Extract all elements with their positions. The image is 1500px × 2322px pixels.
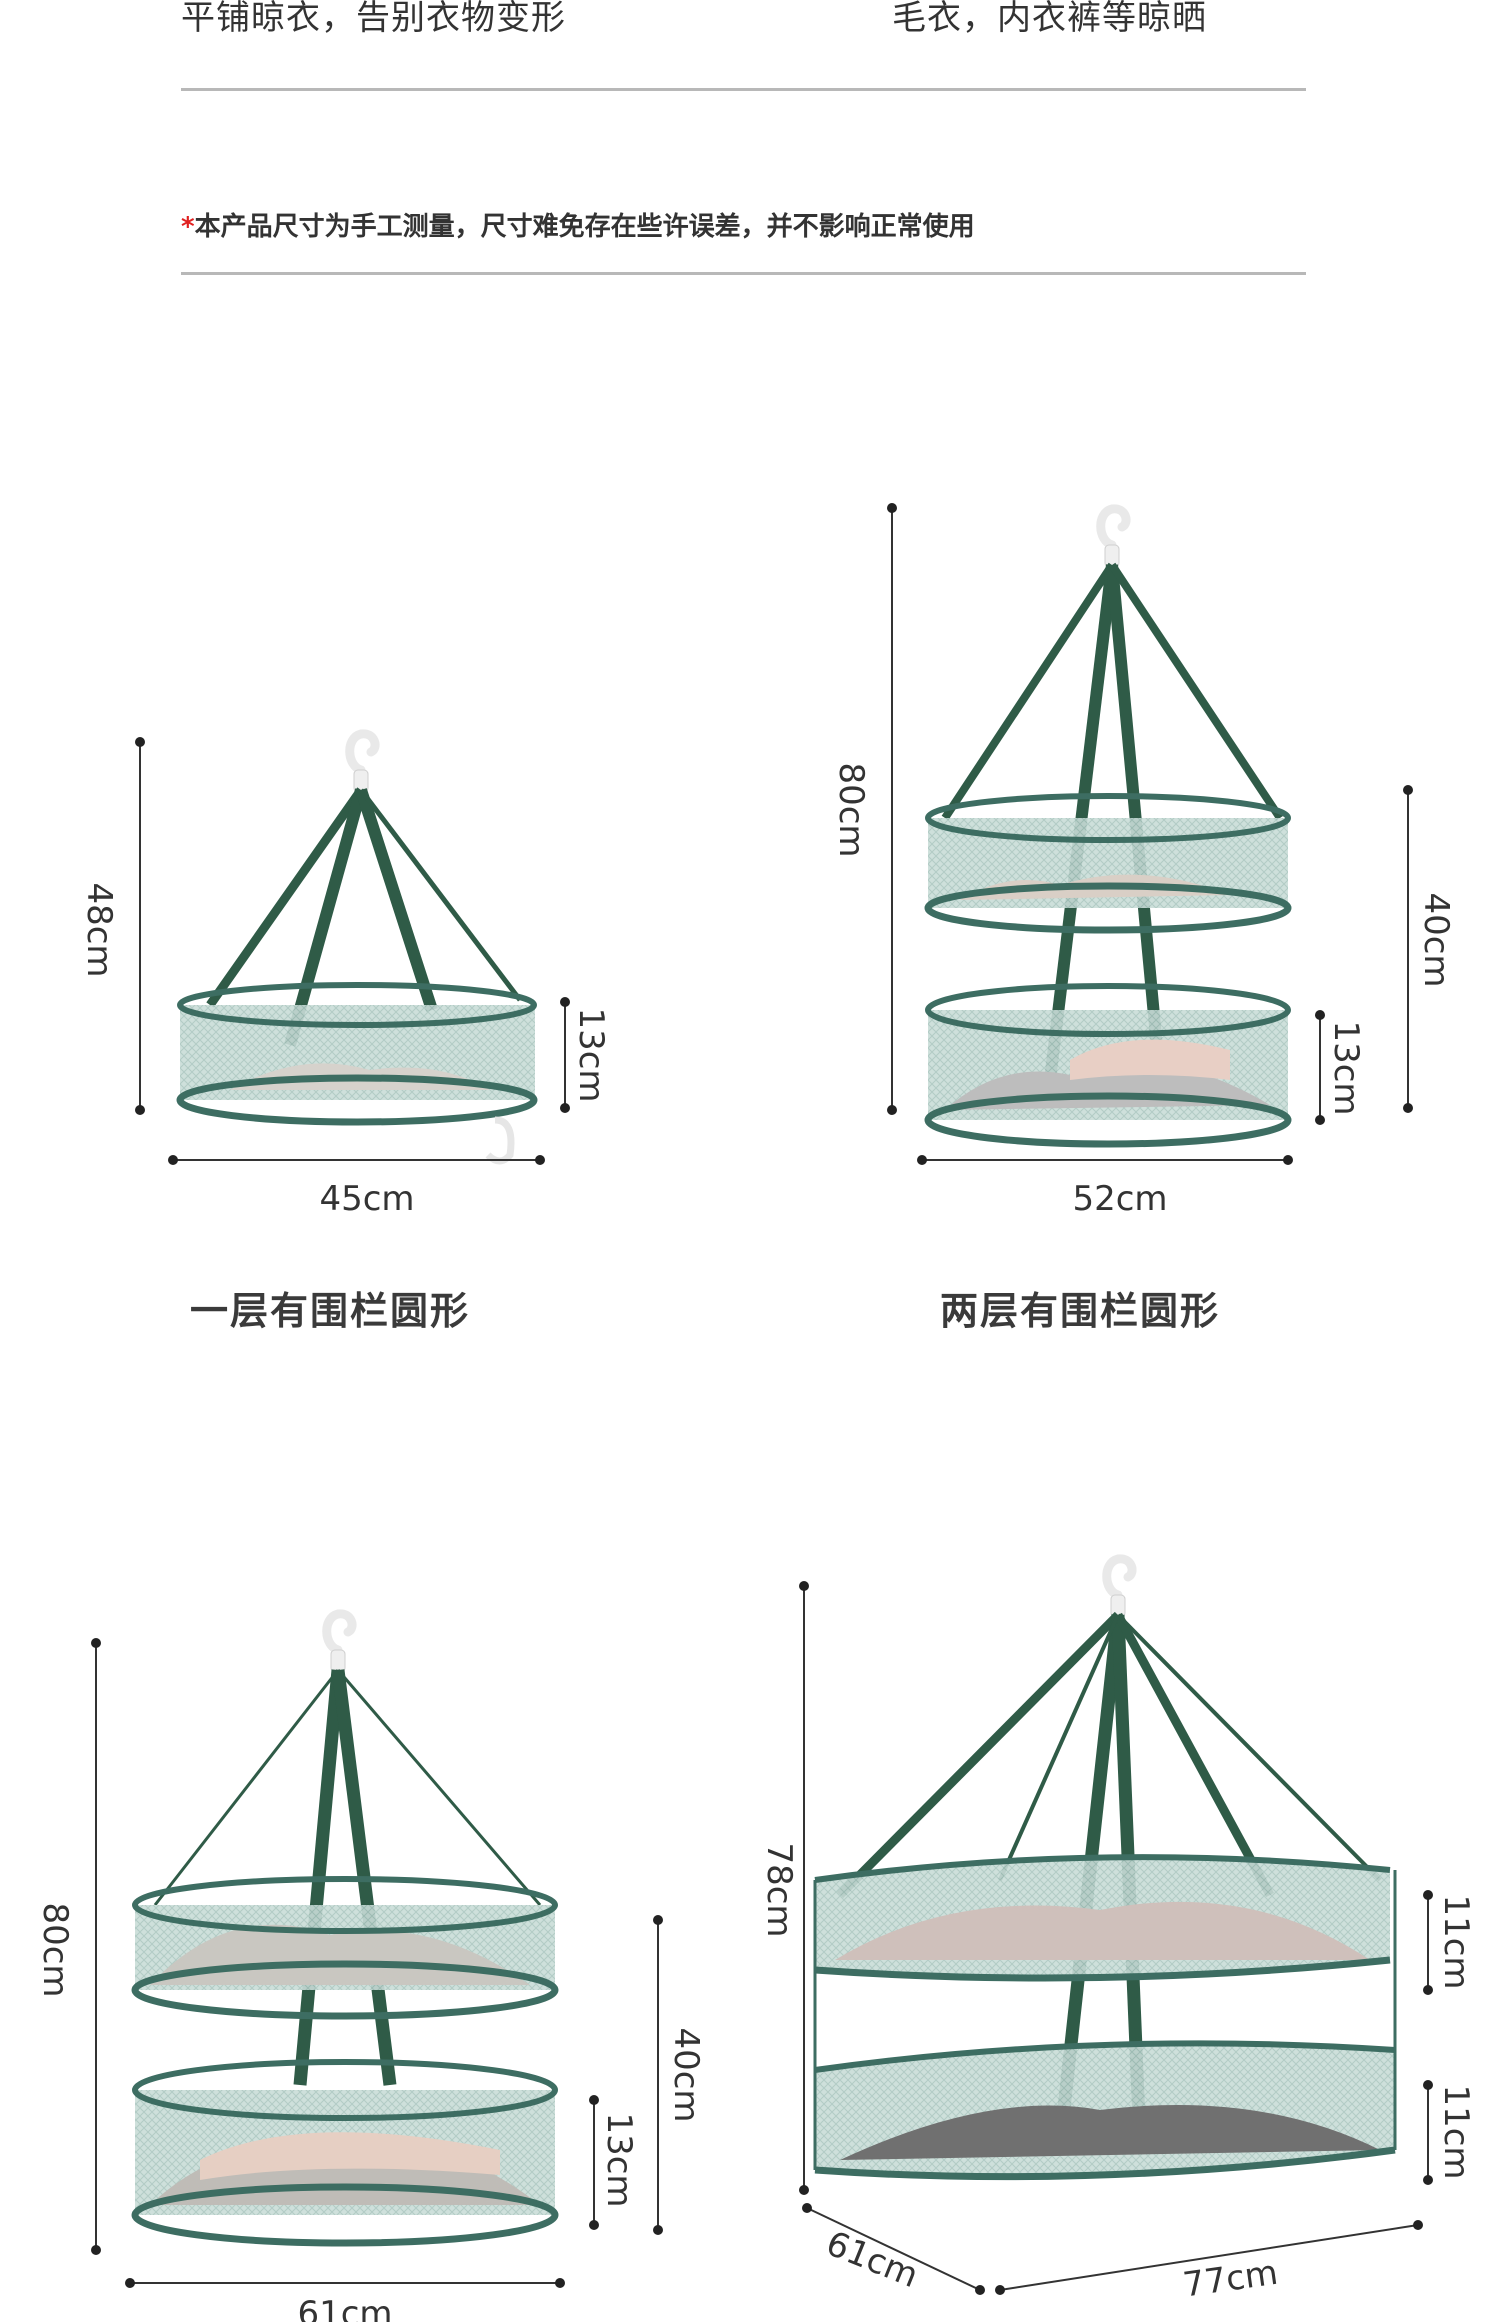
product-2-dryer: [924, 509, 1292, 1148]
product-4-width-label: 77cm: [1181, 2253, 1281, 2306]
disclaimer: *本产品尺寸为手工测量，尺寸难免存在些许误差，并不影响正常使用: [181, 206, 975, 243]
product-4-height-label: 78cm: [759, 1842, 799, 1937]
product-2-tier-label: 40cm: [1416, 892, 1456, 987]
product-1-width-label: 45cm: [319, 1179, 414, 1219]
product-1-dryer: [176, 734, 538, 1165]
product-2-height-label: 80cm: [831, 762, 871, 857]
product-2-layer-label: 13cm: [1326, 1020, 1366, 1115]
product-3-layer-label: 13cm: [599, 2112, 639, 2207]
product-2-width-label: 52cm: [1072, 1179, 1167, 1219]
product-4-dimension-lines: [799, 1581, 1433, 2295]
product-4-depth-label: 61cm: [821, 2223, 924, 2296]
product-2-dimension-lines: [887, 503, 1413, 1165]
product-4-bottom-layer-label: 11cm: [1436, 2084, 1476, 2179]
product-1-layer-label: 13cm: [571, 1007, 611, 1102]
product-4-dryer: [813, 1559, 1397, 2181]
disclaimer-text: 本产品尺寸为手工测量，尺寸难免存在些许误差，并不影响正常使用: [194, 212, 975, 242]
header-right-text: 毛衣，内衣裤等晾晒: [892, 0, 1207, 38]
product-1-height-label: 48cm: [79, 882, 119, 977]
divider-top: [181, 88, 1306, 91]
product-3-dryer: [131, 1614, 559, 2247]
product-2-caption: 两层有围栏圆形: [940, 1289, 1221, 1333]
disclaimer-asterisk: *: [181, 212, 195, 242]
product-1-caption: 一层有围栏圆形: [190, 1289, 471, 1333]
divider-bottom: [181, 272, 1306, 275]
product-3-width-label: 61cm: [297, 2294, 392, 2322]
header-left-text: 平铺晾衣，告别衣物变形: [181, 0, 566, 38]
product-3-height-label: 80cm: [35, 1902, 75, 1997]
product-3-tier-label: 40cm: [666, 2027, 706, 2122]
product-1-dimension-lines: [135, 737, 570, 1165]
product-3-dimension-lines: [91, 1638, 663, 2288]
product-4-top-layer-label: 11cm: [1436, 1894, 1476, 1989]
